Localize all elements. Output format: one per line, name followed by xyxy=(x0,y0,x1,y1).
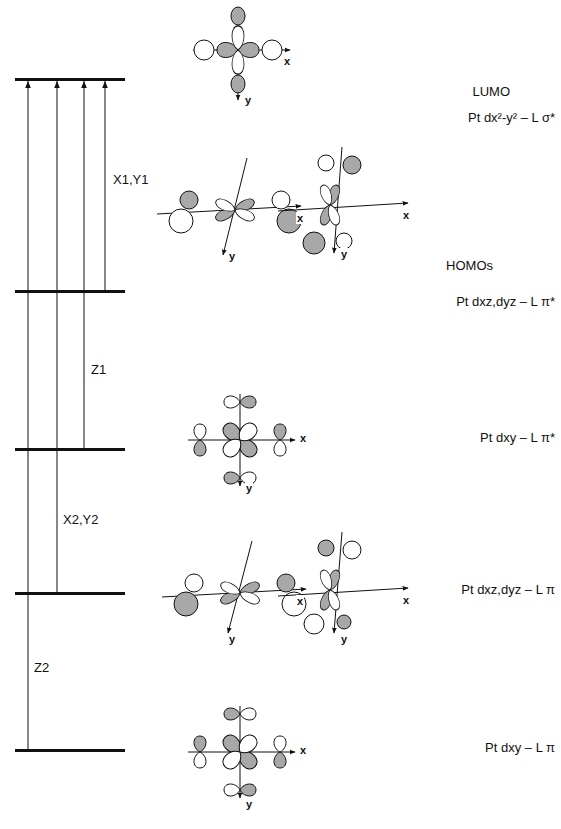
lumo-orbital xyxy=(193,7,290,100)
energy-level-node: Pt dxy – L π xyxy=(15,740,555,762)
axis-label: y xyxy=(340,633,348,645)
axis-label: y xyxy=(228,633,236,645)
energy-level-node: Pt dxz,dyz – L π xyxy=(15,582,555,604)
axis-label: y xyxy=(340,248,348,260)
dxz-bonding-orbital xyxy=(162,541,306,633)
homo-dxz-orbital xyxy=(157,158,301,255)
transition-label: X2,Y2 xyxy=(62,512,99,528)
energy-level-line xyxy=(15,448,125,451)
dxy-bonding-orbital xyxy=(188,706,295,798)
dyz-bonding-orbital xyxy=(278,532,408,634)
dxy-antibonding-orbital xyxy=(188,394,295,486)
energy-level-line xyxy=(15,290,125,293)
energy-level-node: HOMOs Pt dxz,dyz – L π* xyxy=(15,258,555,316)
orbital-label: Pt dx²-y² – L σ* xyxy=(468,110,555,126)
orbital-label: Pt dxy – L π* xyxy=(480,430,555,446)
axis-label: x xyxy=(299,744,307,756)
axis-label: x xyxy=(296,595,304,607)
transition-label: X1,Y1 xyxy=(112,172,149,188)
level-heading: HOMOs xyxy=(446,258,493,274)
axis-label: x xyxy=(402,594,410,606)
orbital-label: Pt dxy – L π xyxy=(485,740,555,756)
energy-level-line xyxy=(15,749,125,752)
orbital-label: Pt dxz,dyz – L π* xyxy=(456,294,555,310)
transition-arrow xyxy=(84,81,85,448)
axis-label: y xyxy=(245,798,253,810)
orbital-label: Pt dxz,dyz – L π xyxy=(461,582,555,598)
transition-label: Z2 xyxy=(33,660,50,676)
axis-label: x xyxy=(299,432,307,444)
axis-label: y xyxy=(245,482,253,494)
axis-label: x xyxy=(283,55,291,67)
transition-arrow xyxy=(28,81,29,749)
axis-label: y xyxy=(244,94,252,106)
axis-label: x xyxy=(402,209,410,221)
transition-label: Z1 xyxy=(90,362,107,378)
transition-arrow xyxy=(105,81,106,290)
axis-label: y xyxy=(228,250,236,262)
axis-label: x xyxy=(296,212,304,224)
energy-level-node: LUMO Pt dx²-y² – L σ* xyxy=(15,74,555,134)
energy-level-line xyxy=(15,592,125,595)
homo-dyz-orbital xyxy=(278,147,408,254)
level-heading: LUMO xyxy=(472,84,510,100)
energy-level-node: Pt dxy – L π* xyxy=(15,428,555,452)
transition-arrow xyxy=(57,81,58,592)
energy-level-line xyxy=(15,78,125,81)
